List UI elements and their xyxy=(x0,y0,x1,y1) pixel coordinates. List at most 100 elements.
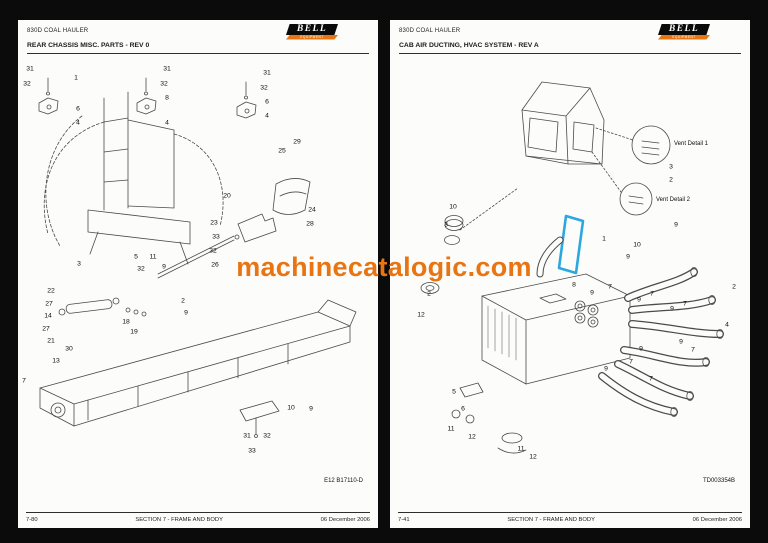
footer-page-number: 7-80 xyxy=(26,517,38,523)
part-callout: 9 xyxy=(679,338,683,346)
bell-logo-subtext: EQUIPMENT xyxy=(286,35,338,40)
detail-label: Vent Detail 2 xyxy=(656,197,691,203)
part-callout: 9 xyxy=(162,263,166,271)
part-callout: 32 xyxy=(23,80,31,88)
part-callout: 32 xyxy=(160,80,168,88)
part-callout: 31 xyxy=(243,432,251,440)
part-callout: 11 xyxy=(149,253,157,261)
part-callout: 10 xyxy=(633,241,641,249)
bell-logo-subtext: EQUIPMENT xyxy=(658,35,710,40)
part-callout: 10 xyxy=(287,404,295,412)
part-callout: 11 xyxy=(517,445,525,453)
part-callout: 2 xyxy=(181,297,185,305)
drawing-number: TD003354B xyxy=(702,478,735,484)
part-callout: 9 xyxy=(639,345,643,353)
footer-date: 06 December 2006 xyxy=(320,517,370,523)
part-callout: 8 xyxy=(165,94,169,102)
page-footer: 7-41 SECTION 7 - FRAME AND BODY 06 Decem… xyxy=(398,512,742,523)
part-callout: 18 xyxy=(122,318,130,326)
bell-logo-text: BELL xyxy=(286,24,338,35)
bell-logo: BELL EQUIPMENT xyxy=(286,24,338,40)
part-callout: 3 xyxy=(444,221,448,229)
footer-page-number: 7-41 xyxy=(398,517,410,523)
part-callout: 1 xyxy=(74,74,78,82)
part-callout: 21 xyxy=(47,337,55,345)
part-callout: 31 xyxy=(163,65,171,73)
page-footer: 7-80 SECTION 7 - FRAME AND BODY 06 Decem… xyxy=(26,512,370,523)
bell-logo-text: BELL xyxy=(658,24,710,35)
part-callout: 26 xyxy=(211,261,219,269)
part-callout: 33 xyxy=(212,233,220,241)
part-callout: 30 xyxy=(65,345,73,353)
part-callout: 6 xyxy=(461,405,465,413)
part-callout: 7 xyxy=(650,290,654,298)
part-callout: 11 xyxy=(447,425,455,433)
drawing-title: CAB AIR DUCTING, HVAC SYSTEM - REV A xyxy=(399,42,741,54)
part-callout: 27 xyxy=(45,300,53,308)
part-callout: 12 xyxy=(417,311,425,319)
part-callout: 7 xyxy=(649,375,653,383)
footer-date: 06 December 2006 xyxy=(692,517,742,523)
part-callout: 2 xyxy=(732,283,736,291)
part-callout: 7 xyxy=(22,377,26,385)
part-callout: 9 xyxy=(674,221,678,229)
part-callout: 7 xyxy=(608,283,612,291)
part-callout: 8 xyxy=(572,281,576,289)
part-callout: 19 xyxy=(130,328,138,336)
part-callout: 20 xyxy=(223,192,231,200)
part-callout: 27 xyxy=(42,325,50,333)
part-callout: 31 xyxy=(263,69,271,77)
part-callout: 9 xyxy=(626,253,630,261)
footer-section: SECTION 7 - FRAME AND BODY xyxy=(507,517,595,523)
part-callout: 25 xyxy=(278,147,286,155)
part-callout: 6 xyxy=(265,98,269,106)
part-callout: 4 xyxy=(725,321,729,329)
rear-chassis-line-art xyxy=(38,77,357,438)
part-callout: 9 xyxy=(184,309,188,317)
bell-logo: BELL EQUIPMENT xyxy=(658,24,710,40)
part-callout: 4 xyxy=(165,119,169,127)
part-callout: 10 xyxy=(449,203,457,211)
model-title: 830D COAL HAULER xyxy=(27,28,89,34)
watermark: machinecatalogic.com xyxy=(236,252,532,282)
part-callout: 7 xyxy=(691,346,695,354)
part-callout: 13 xyxy=(52,357,60,365)
part-callout: 1 xyxy=(602,235,606,243)
drawing-title: REAR CHASSIS MISC. PARTS - REV 0 xyxy=(27,42,369,54)
part-callout: 2 xyxy=(669,176,673,184)
manual-page-right: 830D COAL HAULER BELL EQUIPMENT CAB AIR … xyxy=(390,20,750,528)
part-callout: 9 xyxy=(309,405,313,413)
part-callout: 12 xyxy=(468,433,476,441)
part-callout: 9 xyxy=(604,365,608,373)
manual-page-left: 830D COAL HAULER BELL EQUIPMENT REAR CHA… xyxy=(18,20,378,528)
part-callout: 6 xyxy=(76,105,80,113)
part-callout: 7 xyxy=(629,358,633,366)
part-callout: 7 xyxy=(683,300,687,308)
model-title: 830D COAL HAULER xyxy=(399,28,461,34)
drawing-number: E12 B17110-D xyxy=(324,478,363,484)
part-callout: 14 xyxy=(44,312,52,320)
part-callout: 23 xyxy=(210,219,218,227)
part-callout: 9 xyxy=(670,305,674,313)
part-callout: 28 xyxy=(306,220,314,228)
part-callout: 33 xyxy=(248,447,256,455)
part-callout: 32 xyxy=(263,432,271,440)
part-callout: 9 xyxy=(590,289,594,297)
part-callout: 32 xyxy=(137,265,145,273)
part-callout: 4 xyxy=(76,119,80,127)
part-callout: 5 xyxy=(134,253,138,261)
part-callout: 24 xyxy=(308,206,316,214)
part-callout: 22 xyxy=(47,287,55,295)
part-callout: 3 xyxy=(77,260,81,268)
part-callout: 29 xyxy=(293,138,301,146)
part-callout: 31 xyxy=(26,65,34,73)
part-callout: 4 xyxy=(265,112,269,120)
footer-section: SECTION 7 - FRAME AND BODY xyxy=(135,517,223,523)
part-callout: 12 xyxy=(529,453,537,461)
part-callout: 9 xyxy=(637,296,641,304)
part-callout: 32 xyxy=(260,84,268,92)
detail-label: Vent Detail 1 xyxy=(674,141,709,147)
part-callout: 5 xyxy=(452,388,456,396)
